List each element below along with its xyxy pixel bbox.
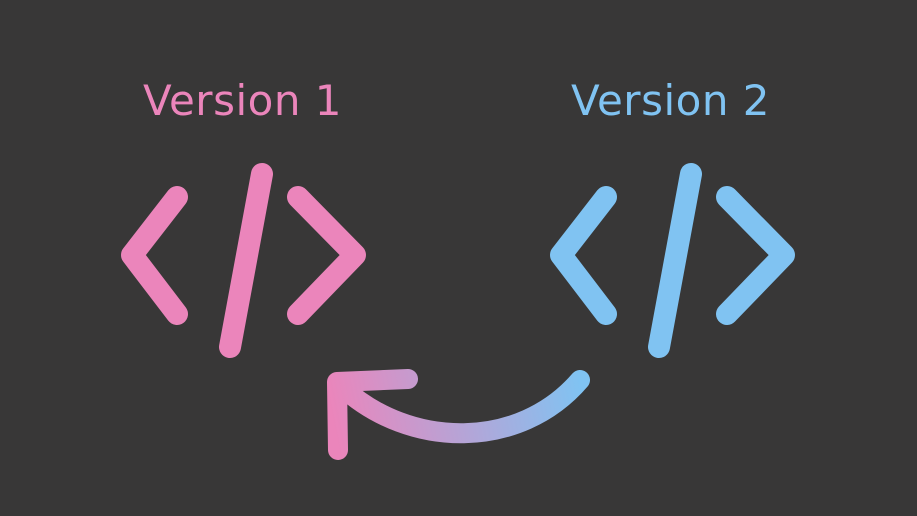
right-angle-bracket <box>716 186 795 325</box>
arrow-head <box>327 369 418 460</box>
version-1-label: Version 1 <box>143 76 343 125</box>
right-angle-bracket <box>287 186 366 325</box>
slash <box>219 163 273 358</box>
version-2-label: Version 2 <box>571 76 771 125</box>
left-angle-bracket <box>121 186 188 325</box>
left-angle-bracket <box>550 186 617 325</box>
version-2-code-icon <box>550 163 795 358</box>
slash <box>648 163 702 358</box>
version-1-code-icon <box>121 163 366 358</box>
arrow-curve <box>331 370 590 444</box>
